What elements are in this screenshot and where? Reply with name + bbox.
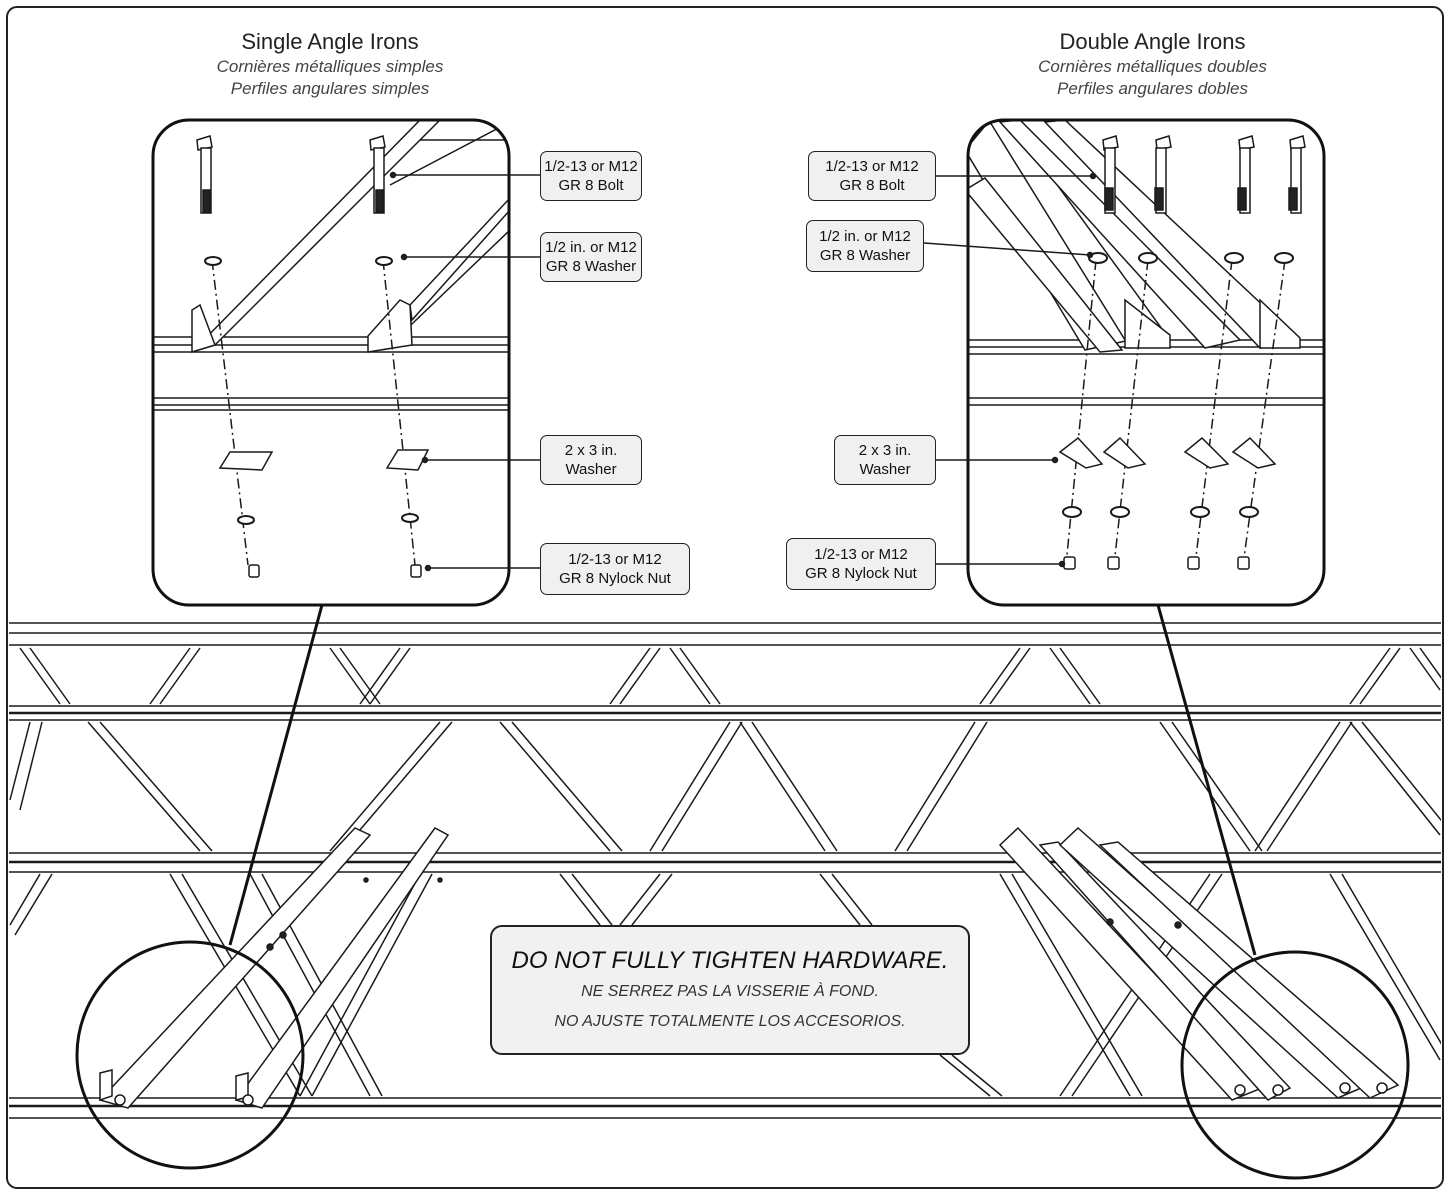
detail-circle-single — [75, 940, 305, 1170]
notice-en: DO NOT FULLY TIGHTEN HARDWARE. — [511, 947, 949, 974]
washer-callout-single: 1/2 in. or M12 GR 8 Washer — [540, 232, 642, 282]
washer-callout-double: 1/2 in. or M12 GR 8 Washer — [806, 220, 924, 272]
callout-leaders — [389, 171, 1097, 572]
single-subtitle-es: Perfiles angulares simples — [230, 79, 430, 98]
bolts-double — [1102, 135, 1306, 214]
double-title: Double Angle Irons — [1059, 29, 1246, 54]
bolt-callout-line1: 1/2-13 or M12 — [825, 158, 919, 175]
washers-double — [1062, 252, 1294, 518]
single-angle-irons-on-truss — [98, 827, 450, 1109]
single-heading: Single Angle Irons Cornières métalliques… — [190, 28, 470, 100]
double-detail-inset — [966, 118, 1326, 607]
double-subtitle-es: Perfiles angulares dobles — [1057, 79, 1248, 98]
truss — [9, 622, 1441, 1119]
nuts-single — [248, 564, 422, 578]
plate-washer-callout-single: 2 x 3 in. Washer — [540, 435, 642, 485]
notice-box: DO NOT FULLY TIGHTEN HARDWARE. NE SERREZ… — [490, 925, 970, 1055]
single-subtitle-fr: Cornières métalliques simples — [216, 57, 444, 76]
nut-callout-double: 1/2-13 or M12 GR 8 Nylock Nut — [786, 538, 936, 590]
nut-callout-line1: 1/2-13 or M12 — [568, 551, 662, 568]
bolt-callout-line2: GR 8 Bolt — [839, 177, 905, 194]
leader-double — [1156, 604, 1257, 956]
plate-washer-callout-double: 2 x 3 in. Washer — [834, 435, 936, 485]
plate-washer-callout-line2: Washer — [859, 461, 911, 478]
washers-single — [204, 256, 419, 525]
plate-washers-double — [1058, 436, 1277, 469]
nut-callout-line1: 1/2-13 or M12 — [814, 546, 908, 563]
single-title: Single Angle Irons — [241, 29, 419, 54]
bolt-callout-single: 1/2-13 or M12 GR 8 Bolt — [540, 151, 642, 201]
single-detail-inset — [151, 118, 511, 607]
nut-callout-line2: GR 8 Nylock Nut — [805, 565, 917, 582]
double-heading: Double Angle Irons Cornières métalliques… — [1010, 28, 1295, 100]
double-angle-irons-on-truss — [998, 826, 1400, 1101]
bolt-callout-line2: GR 8 Bolt — [558, 177, 624, 194]
washer-callout-line2: GR 8 Washer — [819, 247, 911, 264]
plate-washer-callout-line2: Washer — [565, 461, 617, 478]
notice-es: NO AJUSTE TOTALMENTE LOS ACCESORIOS. — [554, 1013, 906, 1030]
nut-callout-single: 1/2-13 or M12 GR 8 Nylock Nut — [540, 543, 690, 595]
washer-callout-line1: 1/2 in. or M12 — [545, 239, 637, 256]
plate-washer-callout-line1: 2 x 3 in. — [858, 442, 912, 459]
bolt-callout-double: 1/2-13 or M12 GR 8 Bolt — [808, 151, 936, 201]
plate-washers-single — [218, 449, 430, 471]
washer-callout-line2: GR 8 Washer — [545, 258, 637, 275]
notice-fr: NE SERREZ PAS LA VISSERIE À FOND. — [581, 983, 879, 1000]
bolt-single-right — [369, 135, 386, 214]
page-border — [6, 6, 1444, 1189]
leader-single — [228, 604, 324, 946]
plate-washer-callout-line1: 2 x 3 in. — [564, 442, 618, 459]
double-subtitle-fr: Cornières métalliques doubles — [1038, 57, 1267, 76]
detail-circle-double — [1180, 950, 1410, 1180]
bolt-single-left — [196, 135, 213, 214]
nut-callout-line2: GR 8 Nylock Nut — [559, 570, 671, 587]
bolt-callout-line1: 1/2-13 or M12 — [544, 158, 638, 175]
washer-callout-line1: 1/2 in. or M12 — [819, 228, 911, 245]
